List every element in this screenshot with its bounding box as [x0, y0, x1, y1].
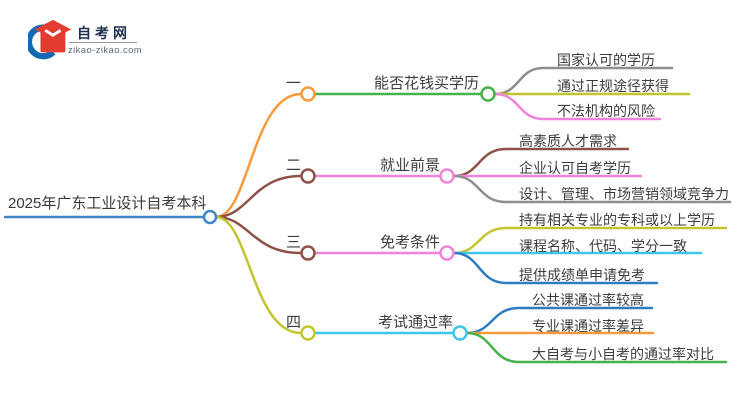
branch2-child3-line — [452, 174, 732, 204]
logo-divider — [69, 42, 137, 43]
branch4-number-circle — [300, 325, 316, 341]
branch1-number-circle — [300, 86, 316, 102]
branch3-number-circle — [300, 245, 316, 261]
branch3-topic-circle — [439, 245, 455, 261]
root-topic-label: 2025年广东工业设计自考本科 — [8, 195, 207, 212]
branch2-child2-label: 企业认可自考学历 — [519, 160, 631, 176]
branch1-child3-line — [493, 92, 662, 121]
branch3-number-label: 三 — [285, 234, 301, 251]
branch2-number-label: 二 — [285, 157, 301, 174]
branch2-child1-label: 高素质人才需求 — [519, 133, 617, 149]
logo-title: 自考网 — [77, 25, 131, 41]
logo-cap-board — [34, 19, 72, 39]
branch1-topic-label: 能否花钱买学历 — [373, 75, 479, 92]
branch3-topic-label: 免考条件 — [379, 234, 440, 251]
logo-url: zikao-zikao.com — [68, 45, 143, 56]
branch4-child3-line — [465, 331, 728, 364]
root-branch3-curve — [214, 215, 303, 255]
branch3-child3-label: 提供成绩单申请免考 — [519, 267, 645, 283]
logo-cap-check — [44, 29, 62, 37]
branch4-number-label: 四 — [285, 314, 301, 331]
branch4-child3-label: 大自考与小自考的通过率对比 — [532, 346, 714, 362]
zikao-logo-icon — [28, 19, 72, 60]
branch4-child2-label: 专业课通过率差异 — [532, 318, 644, 334]
root-branch4-curve — [214, 215, 303, 335]
branch2-number-circle — [300, 168, 316, 184]
branch1-topic-circle — [480, 86, 496, 102]
branch3-child2-label: 课程名称、代码、学分一致 — [519, 238, 687, 254]
branch1-child1-label: 国家认可的学历 — [557, 52, 655, 68]
root-branch1-curve — [214, 92, 303, 219]
branch3-child1-label: 持有相关专业的专科或以上学历 — [519, 212, 715, 228]
branch1-child2-label: 通过正规途径获得 — [557, 78, 669, 94]
branch2-child3-label: 设计、管理、市场营销领域竞争力 — [519, 186, 729, 202]
branch4-child1-label: 公共课通过率较高 — [532, 292, 644, 308]
branch4-topic-circle — [452, 325, 468, 341]
root-node-circle — [202, 209, 218, 225]
branch3-child3-line — [452, 251, 659, 285]
root-branch2-curve — [214, 174, 303, 219]
branch1-number-label: 一 — [285, 75, 301, 92]
branch2-topic-circle — [439, 168, 455, 184]
branch1-child3-label: 不法机构的风险 — [557, 103, 655, 119]
branch4-topic-label: 考试通过率 — [377, 314, 453, 331]
branch2-topic-label: 就业前景 — [379, 157, 440, 174]
site-logo: 自考网 zikao-zikao.com — [28, 14, 158, 62]
